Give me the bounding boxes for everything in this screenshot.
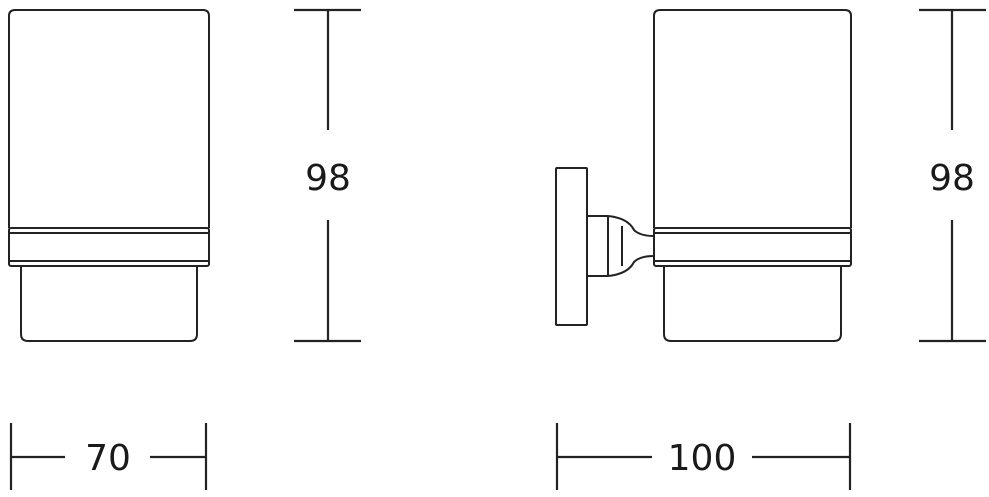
side-cup-base [663, 266, 842, 342]
front-holder-ring [8, 227, 210, 267]
wall-mounting-plate [555, 167, 588, 326]
front-view: 98 70 [8, 8, 361, 490]
front-width-label: 70 [85, 438, 131, 479]
side-width-label: 100 [668, 438, 737, 479]
side-width-dimension: 100 [555, 423, 852, 490]
side-height-label: 98 [929, 158, 975, 199]
side-view: 98 100 [555, 8, 986, 490]
front-glass-cup [8, 9, 210, 228]
side-glass-cup [653, 9, 852, 228]
front-height-label: 98 [305, 158, 351, 199]
mounting-arm [587, 215, 655, 277]
side-height-dimension: 98 [919, 8, 986, 343]
front-height-dimension: 98 [294, 8, 361, 343]
side-holder-ring [653, 227, 852, 267]
front-width-dimension: 70 [9, 423, 208, 490]
front-cup-base [20, 266, 198, 342]
